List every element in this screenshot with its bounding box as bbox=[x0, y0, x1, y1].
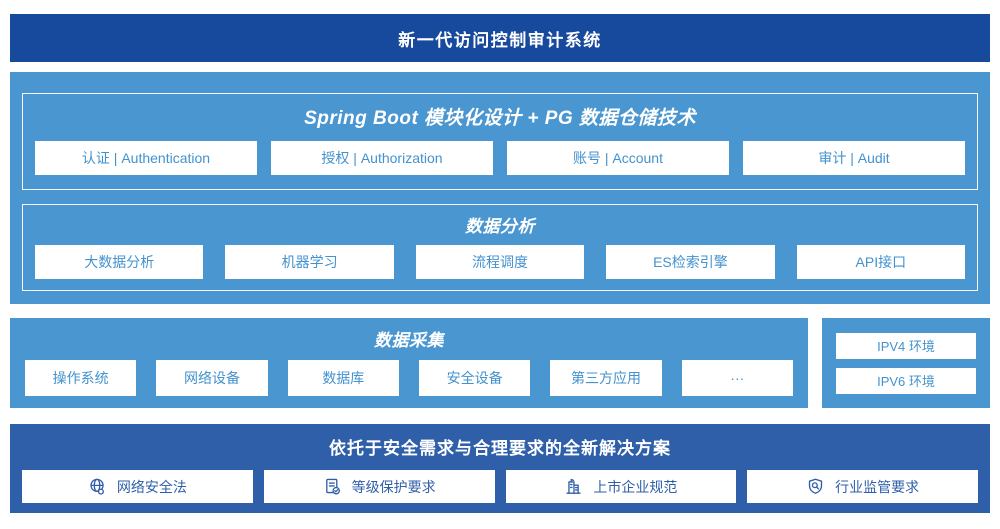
collection-row: 操作系统 网络设备 数据库 安全设备 第三方应用 ··· bbox=[25, 360, 793, 396]
collection-box-security: 安全设备 bbox=[418, 360, 531, 396]
solution-label: 上市企业规范 bbox=[593, 478, 678, 495]
collection-box-network: 网络设备 bbox=[156, 360, 268, 396]
checklist-check-icon bbox=[325, 478, 340, 495]
solution-label: 行业监管要求 bbox=[835, 478, 920, 495]
solution-label: 网络安全法 bbox=[116, 478, 187, 495]
module-box-audit: 审计 | Audit bbox=[743, 141, 965, 175]
solution-title: 依托于安全需求与合理要求的全新解决方案 bbox=[329, 439, 671, 458]
solution-box-classified-protection: 等级保护要求 bbox=[263, 470, 495, 503]
collection-box-database: 数据库 bbox=[287, 360, 399, 396]
analysis-box-workflow: 流程调度 bbox=[415, 245, 585, 279]
top-banner: 新一代访问控制审计系统 bbox=[10, 14, 990, 62]
solution-box-listed-company: 上市企业规范 bbox=[505, 470, 737, 503]
collection-box-os: 操作系统 bbox=[25, 360, 137, 396]
analysis-title: 数据分析 bbox=[465, 217, 535, 236]
module-box-account: 账号 | Account bbox=[507, 141, 729, 175]
collection-box-thirdparty: 第三方应用 bbox=[550, 360, 662, 396]
collection-section: 数据采集 操作系统 网络设备 数据库 安全设备 第三方应用 ··· bbox=[10, 318, 808, 408]
solution-row: 网络安全法 等级保护要求 上市企业规范 bbox=[22, 470, 978, 503]
analysis-box-es: ES检索引擎 bbox=[606, 245, 775, 279]
modules-row: 认证 | Authentication 授权 | Authorization 账… bbox=[35, 141, 965, 175]
analysis-box-ml: 机器学习 bbox=[225, 245, 394, 279]
analysis-box-bigdata: 大数据分析 bbox=[35, 245, 204, 279]
analysis-subsection: 数据分析 大数据分析 机器学习 流程调度 ES检索引擎 API接口 bbox=[22, 204, 978, 291]
platform-section: Spring Boot 模块化设计 + PG 数据仓储技术 认证 | Authe… bbox=[10, 72, 990, 304]
env-box-ipv4: IPV4 环境 bbox=[836, 332, 976, 359]
env-box-ipv6: IPV6 环境 bbox=[836, 367, 976, 394]
modules-title: Spring Boot 模块化设计 + PG 数据仓储技术 bbox=[304, 108, 696, 129]
solution-label: 等级保护要求 bbox=[351, 478, 436, 495]
building-icon bbox=[566, 478, 581, 494]
collection-box-more: ··· bbox=[681, 360, 793, 396]
solution-section: 依托于安全需求与合理要求的全新解决方案 网络安全法 等级保护要求 bbox=[10, 424, 990, 513]
analysis-row: 大数据分析 机器学习 流程调度 ES检索引擎 API接口 bbox=[35, 245, 966, 279]
modules-subsection: Spring Boot 模块化设计 + PG 数据仓储技术 认证 | Authe… bbox=[22, 93, 978, 190]
module-box-authentication: 认证 | Authentication bbox=[35, 141, 257, 175]
solution-box-cybersecurity-law: 网络安全法 bbox=[22, 470, 253, 503]
environments-section: IPV4 环境 IPV6 环境 bbox=[822, 318, 990, 408]
collection-title: 数据采集 bbox=[374, 331, 444, 350]
globe-icon bbox=[90, 478, 104, 495]
analysis-box-api: API接口 bbox=[796, 245, 966, 279]
shield-search-icon bbox=[808, 478, 823, 494]
solution-box-industry-regulation: 行业监管要求 bbox=[747, 470, 978, 503]
module-box-authorization: 授权 | Authorization bbox=[271, 141, 493, 175]
system-title: 新一代访问控制审计系统 bbox=[398, 30, 602, 50]
